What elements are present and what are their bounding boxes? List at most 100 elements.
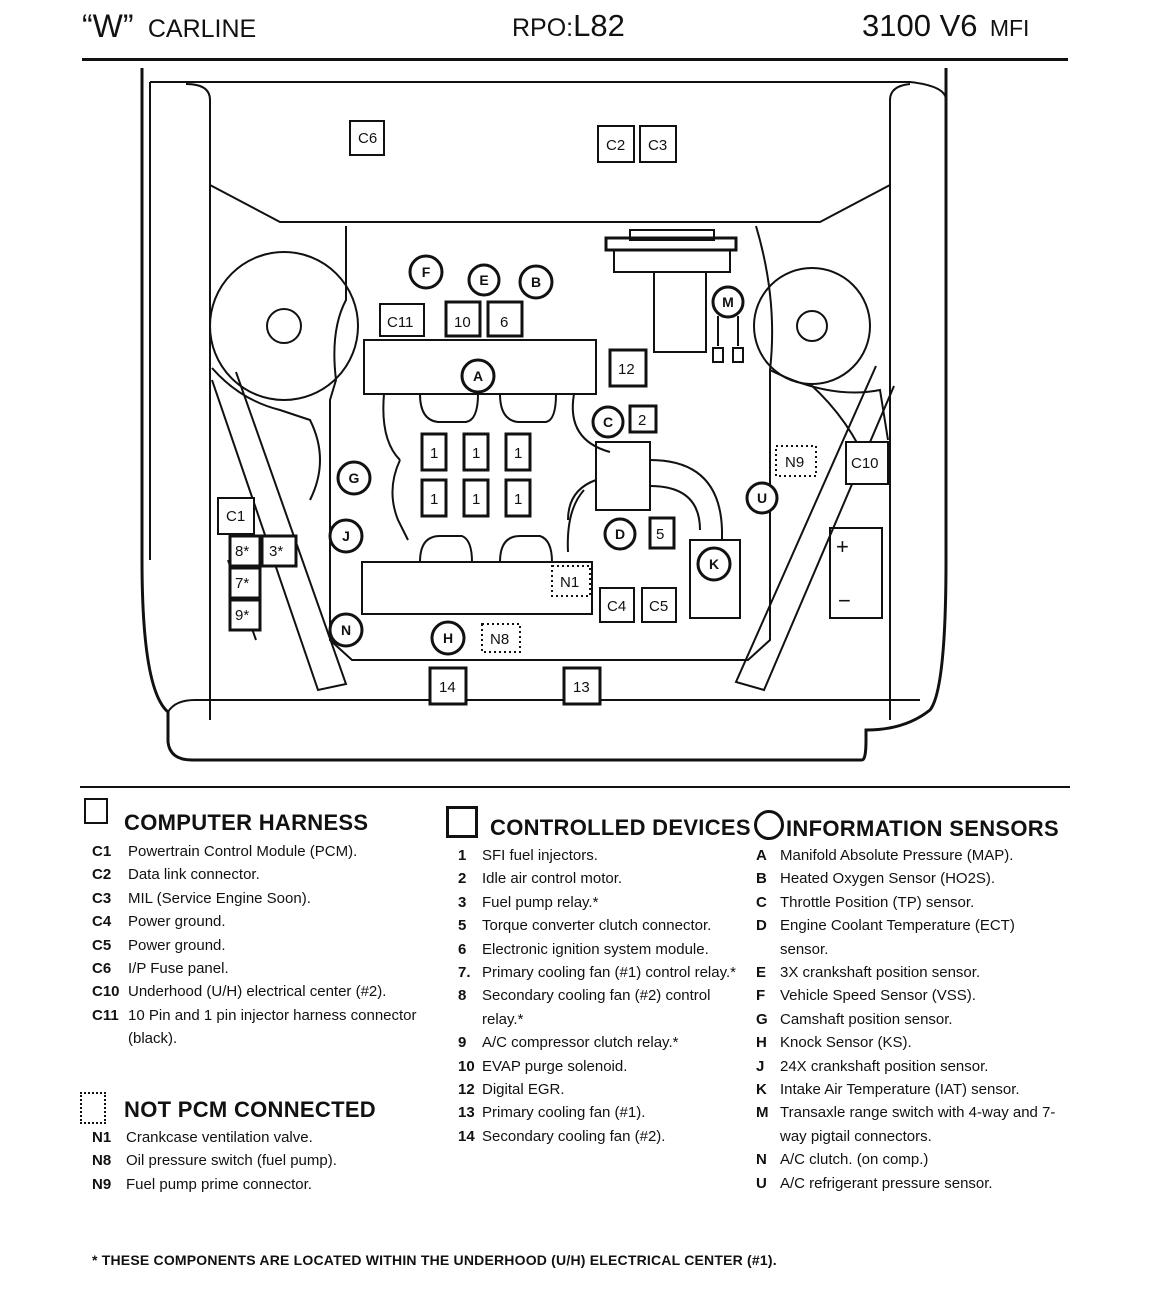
injector-box-1: 1 (420, 432, 448, 472)
legend-key: M (756, 1104, 769, 1122)
legend-text: Data link connector. (128, 866, 260, 884)
legend-key: C5 (92, 936, 112, 954)
square-symbol (84, 798, 108, 824)
legend-key: C11 (92, 1006, 119, 1024)
box-c11: C11 (379, 303, 425, 337)
legend-text: A/C compressor clutch relay.* (482, 1034, 679, 1052)
box-12: 12 (608, 348, 648, 388)
legend-key: C1 (92, 843, 112, 860)
svg-text:10: 10 (454, 314, 471, 331)
legend-text: A/C refrigerant pressure sensor. (780, 1174, 993, 1192)
coil-pack (604, 229, 738, 353)
legend-item: 5 Torque converter clutch connector. (458, 914, 750, 937)
carline-quote: “W” (82, 8, 134, 44)
svg-text:C10: C10 (851, 455, 879, 472)
left-pulley (209, 251, 359, 501)
controlled-devices-title: CONTROLLED DEVICES (490, 815, 751, 840)
svg-text:D: D (615, 526, 625, 542)
legend-text: 10 Pin and 1 pin injector harness connec… (128, 1006, 417, 1048)
sensor-circles: F E B M A C G J D K U N H (328, 254, 779, 656)
svg-text:12: 12 (618, 361, 635, 378)
carline-label: CARLINE (147, 15, 257, 43)
legend-key: C2 (92, 866, 112, 884)
legend-text: SFI fuel injectors. (482, 847, 598, 864)
svg-text:N8: N8 (490, 631, 509, 648)
svg-text:F: F (422, 264, 431, 280)
legend-key: F (756, 987, 766, 1005)
legend-item: C2 Data link connector. (92, 863, 422, 886)
body-outline (140, 68, 948, 762)
legend-item: D Engine Coolant Temperature (ECT) sensor… (756, 914, 1056, 961)
legend-key: C4 (92, 913, 112, 931)
svg-text:C11: C11 (387, 314, 413, 331)
circle-a: A (460, 358, 496, 394)
engine-title: 3100 V6 MFI (862, 8, 1029, 44)
injector-box-3: 1 (504, 432, 532, 472)
svg-text:6: 6 (500, 314, 508, 331)
svg-text:1: 1 (430, 445, 438, 462)
legend-text: Camshaft position sensor. (780, 1010, 953, 1028)
not-pcm-boxes: N1 N8 N9 (481, 445, 817, 653)
legend-text: Electronic ignition system module. (482, 940, 709, 958)
box-9: 9* (228, 598, 262, 632)
legend-key: D (756, 917, 767, 935)
legend-text: Fuel pump relay.* (482, 893, 599, 911)
circle-m: M (711, 285, 745, 319)
legend-key: C10 (92, 983, 120, 1001)
svg-text:C3: C3 (648, 137, 667, 154)
lower-manifold (361, 535, 593, 615)
legend-text: Primary cooling fan (#1) control relay.* (482, 964, 736, 982)
injector-box-4: 1 (420, 478, 448, 518)
circle-k: K (696, 546, 732, 582)
legend-text: Engine Coolant Temperature (ECT) sensor. (780, 917, 1015, 958)
legend-text: Fuel pump prime connector. (126, 1175, 312, 1193)
legend-key: 1 (458, 847, 467, 864)
circle-n: N (328, 612, 364, 648)
legend-key: C (756, 893, 767, 911)
legend-key: 9 (458, 1034, 467, 1052)
legend-text: Manifold Absolute Pressure (MAP). (780, 847, 1014, 864)
circle-f: F (408, 254, 444, 290)
svg-text:C1: C1 (226, 508, 245, 525)
legend-key: 2 (458, 870, 467, 888)
intake-manifold (363, 339, 611, 553)
box-6: 6 (486, 300, 524, 338)
legend-text: EVAP purge solenoid. (482, 1057, 628, 1075)
legend-key: 8 (458, 987, 467, 1005)
box-5: 5 (648, 516, 676, 550)
circle-j: J (328, 518, 364, 554)
legend-key: 6 (458, 940, 467, 958)
legend-text: Torque converter clutch connector. (482, 917, 712, 935)
legend-key: 5 (458, 917, 467, 935)
legend-key: 7. (458, 964, 471, 982)
circle-u: U (745, 481, 779, 515)
legend-key: 3 (458, 893, 467, 911)
svg-text:C4: C4 (607, 598, 626, 615)
engine-main: 3100 V6 (862, 8, 978, 43)
svg-text:1: 1 (514, 491, 522, 508)
legend-key: 10 (458, 1057, 475, 1075)
svg-text:N9: N9 (785, 454, 804, 471)
svg-text:B: B (531, 274, 541, 290)
injector-box-5: 1 (462, 478, 490, 518)
svg-text:14: 14 (439, 679, 456, 696)
box-n9: N9 (775, 445, 817, 477)
legend-text: Power ground. (128, 913, 226, 931)
legend-item: 7. Primary cooling fan (#1) control relay… (458, 961, 750, 984)
right-pulley (753, 267, 889, 471)
svg-text:C6: C6 (358, 130, 377, 147)
legend-text: 24X crankshaft position sensor. (780, 1057, 989, 1075)
battery-minus: − (838, 588, 851, 613)
svg-text:1: 1 (514, 445, 522, 462)
svg-text:N: N (341, 622, 351, 638)
